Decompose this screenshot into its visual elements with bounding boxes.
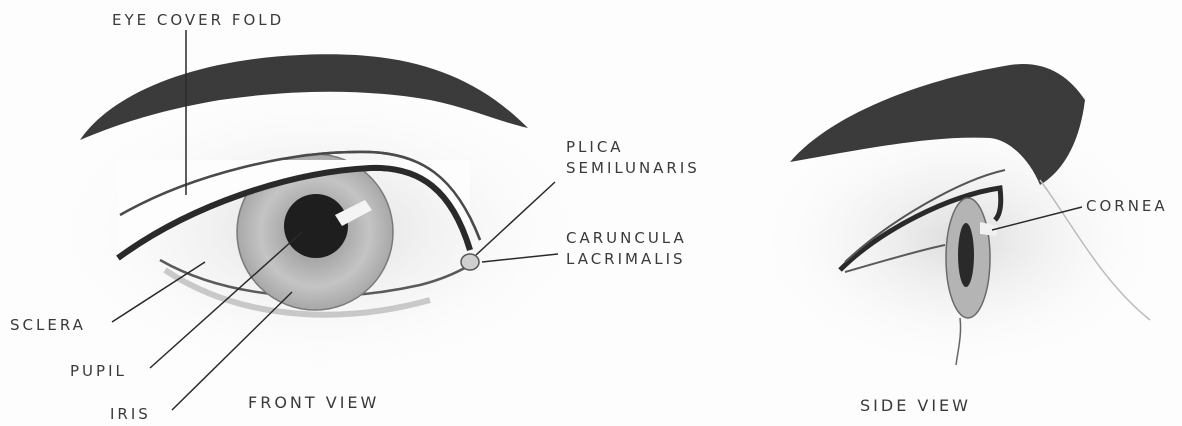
label-sclera: SCLERA	[10, 315, 86, 336]
label-cornea: CORNEA	[1086, 196, 1168, 217]
label-eye-cover-fold: EYE COVER FOLD	[112, 10, 284, 31]
front-pupil	[284, 194, 348, 258]
caption-side-view: SIDE VIEW	[860, 396, 971, 415]
front-caruncula	[461, 254, 479, 270]
label-pupil: PUPIL	[70, 361, 127, 382]
label-caruncula-lacrimalis: CARUNCULA LACRIMALIS	[566, 228, 687, 270]
label-caruncula-line2: LACRIMALIS	[566, 249, 687, 270]
side-pupil	[958, 223, 974, 287]
label-plica-line2: SEMILUNARIS	[566, 158, 700, 179]
label-iris: IRIS	[110, 404, 151, 425]
label-plica-line1: PLICA	[566, 137, 700, 158]
label-plica-semilunaris: PLICA SEMILUNARIS	[566, 137, 700, 179]
label-caruncula-line1: CARUNCULA	[566, 228, 687, 249]
caption-front-view: FRONT VIEW	[248, 393, 379, 412]
front-view-eye	[70, 54, 570, 365]
